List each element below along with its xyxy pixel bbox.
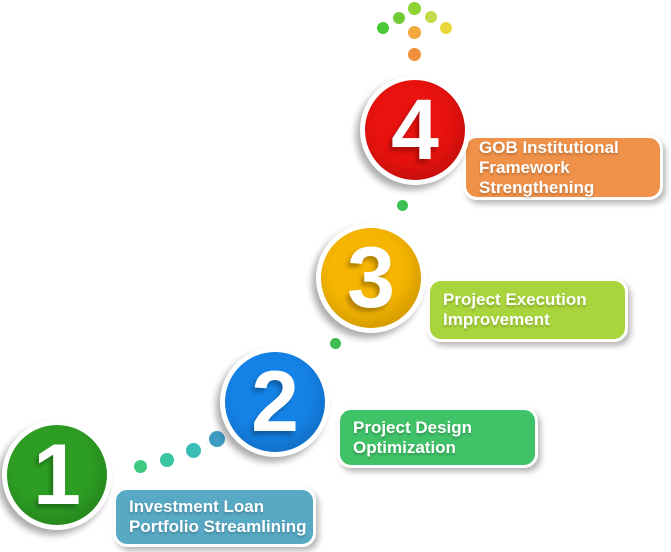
- decor-dot-trail-1-2: [209, 431, 225, 447]
- step-2-label: Project Design Optimization: [353, 417, 473, 457]
- step-2-label-box: Project Design Optimization: [337, 407, 538, 468]
- decor-dot-fan: [425, 11, 437, 23]
- decor-dot-fan: [408, 2, 421, 15]
- step-1-number: 1: [33, 427, 81, 523]
- step-1-label-box: Investment Loan Portfolio Streamlining: [113, 487, 316, 547]
- step-2-number: 2: [251, 354, 299, 450]
- step-3-number: 3: [347, 230, 395, 326]
- step-1-label: Investment Loan Portfolio Streamlining: [129, 497, 307, 536]
- step-2-circle: 2: [220, 347, 330, 457]
- decor-dot-trail-3-4: [397, 200, 408, 211]
- step-4-label: GOB Institutional Framework Strengthenin…: [479, 137, 619, 197]
- step-3-label-box: Project Execution Improvement: [427, 278, 628, 342]
- step-4-label-box: GOB Institutional Framework Strengthenin…: [463, 135, 663, 200]
- decor-dot-fan: [377, 22, 389, 34]
- decor-dot-fan: [440, 22, 452, 34]
- decor-dot-fan: [408, 48, 421, 61]
- decor-dot-trail-1-2: [160, 453, 174, 467]
- decor-dot-trail-1-2: [134, 460, 147, 473]
- step-3-label: Project Execution Improvement: [443, 290, 587, 329]
- decor-dot-trail-2-3: [330, 338, 341, 349]
- step-3-circle: 3: [316, 223, 426, 333]
- step-4-circle: 4: [360, 75, 470, 185]
- decor-dot-fan: [408, 26, 421, 39]
- decor-dot-trail-1-2: [186, 443, 201, 458]
- decor-dot-fan: [393, 12, 405, 24]
- step-4-number: 4: [391, 82, 439, 178]
- step-1-circle: 1: [2, 420, 112, 530]
